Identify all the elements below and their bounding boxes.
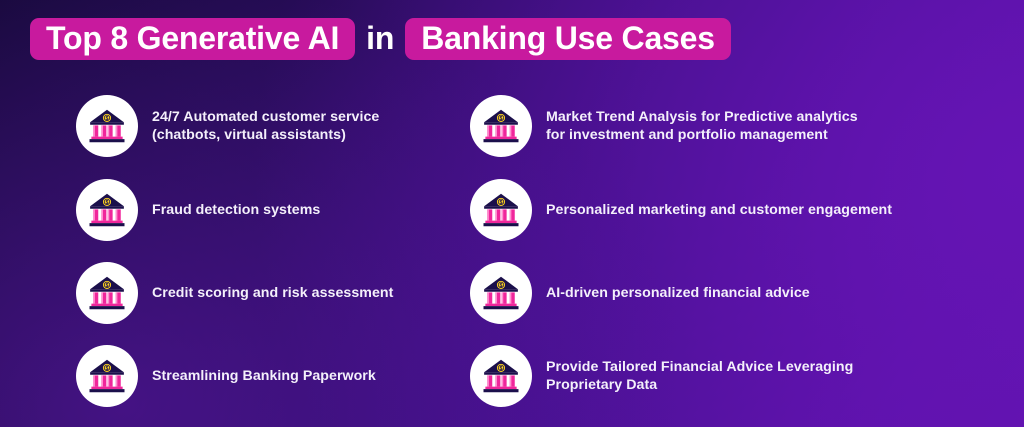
list-item: $ Streamlining Banking Paperw [76,344,466,408]
left-column: $ 24/7 Automated customer ser [0,88,470,418]
page-title: Top 8 Generative AI in Banking Use Cases [30,18,731,60]
list-item-label: AI-driven personalized financial advice [546,284,810,301]
list-item-label: 24/7 Automated customer service (chatbot… [152,108,380,143]
list-item-label: Market Trend Analysis for Predictive ana… [546,108,858,143]
svg-text:$: $ [500,283,503,289]
list-item: $ Credit scoring and risk ass [76,261,466,325]
title-text-primary: Top 8 Generative AI [46,19,340,56]
list-item: $ Provide Tailored Financial [470,344,1015,408]
bank-icon: $ [76,345,138,407]
svg-text:$: $ [106,116,109,122]
bank-icon: $ [76,179,138,241]
svg-text:$: $ [500,200,503,206]
list-item: $ Fraud detection systems [76,178,466,242]
bank-icon: $ [76,95,138,157]
use-case-columns: $ 24/7 Automated customer ser [0,88,1024,418]
svg-text:$: $ [500,116,503,122]
list-item-label: Provide Tailored Financial Advice Levera… [546,358,854,393]
list-item-label: Personalized marketing and customer enga… [546,201,893,218]
list-item-label: Credit scoring and risk assessment [152,284,394,301]
bank-icon: $ [470,179,532,241]
list-item: $ 24/7 Automated customer ser [76,94,466,158]
title-pill-secondary: Banking Use Cases [405,18,731,60]
svg-text:$: $ [500,366,503,372]
bank-icon: $ [470,262,532,324]
list-item-label: Fraud detection systems [152,201,321,218]
right-column: $ Market Trend Analysis for P [470,88,1024,418]
list-item: $ AI-driven personalized fina [470,261,1015,325]
title-separator-text: in [366,19,395,56]
svg-text:$: $ [106,283,109,289]
svg-text:$: $ [106,366,109,372]
title-text-secondary: Banking Use Cases [421,19,715,56]
list-item: $ Market Trend Analysis for P [470,94,1015,158]
bank-icon: $ [76,262,138,324]
bank-icon: $ [470,95,532,157]
list-item-label: Streamlining Banking Paperwork [152,367,376,384]
title-pill-primary: Top 8 Generative AI [30,18,356,60]
svg-text:$: $ [106,200,109,206]
list-item: $ Personalized marketing and [470,178,1015,242]
bank-icon: $ [470,345,532,407]
title-separator: in [355,18,405,60]
